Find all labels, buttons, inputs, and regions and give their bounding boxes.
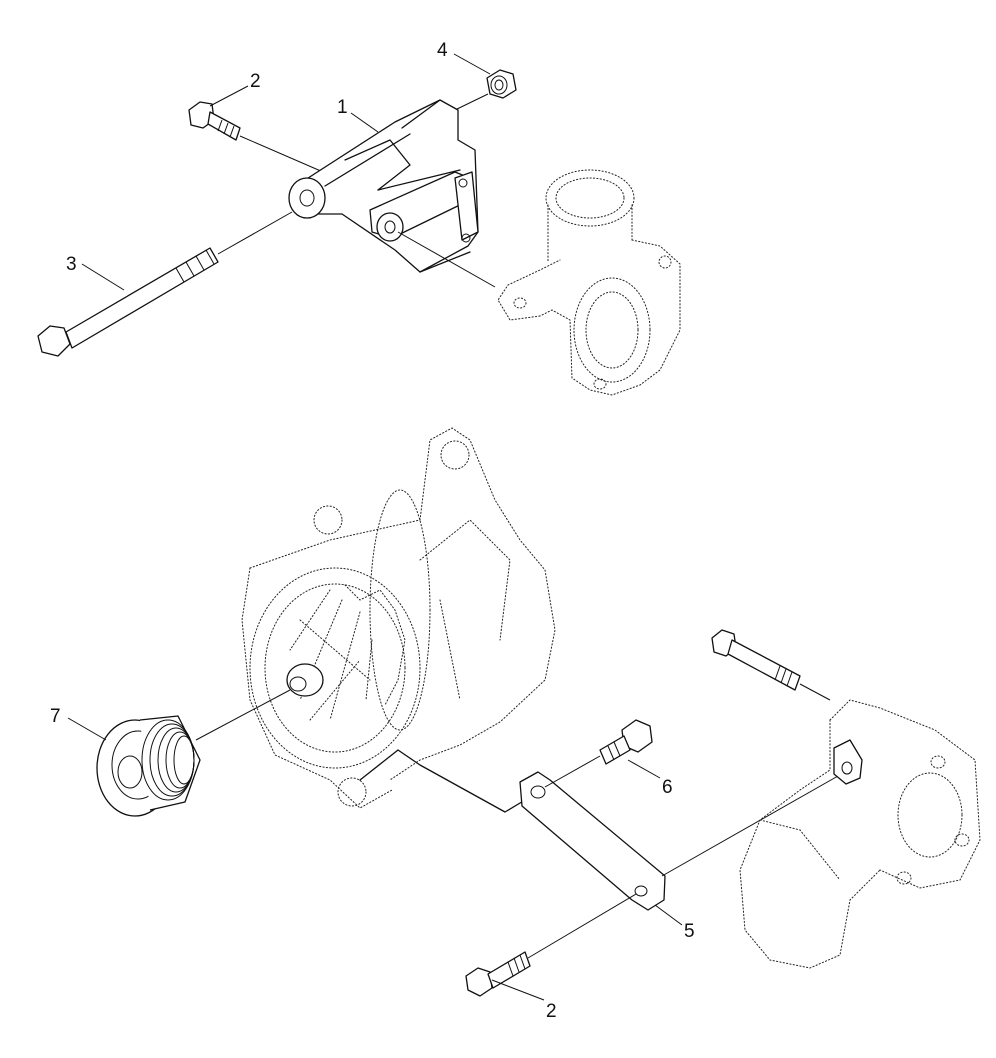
leader-bracket-to-housing [397,231,496,288]
part-4-nut [486,69,517,99]
alternator-body [241,427,556,813]
water-outlet-housing-upper [497,169,681,396]
leader-wobolt-to-housing [799,683,831,701]
callout-label-2-lower: 2 [546,1001,557,1022]
part-3-long-bolt [37,247,219,357]
callout-label-1: 1 [337,97,348,118]
callout-label-2-upper: 2 [250,71,261,92]
part-5-adjusting-link [519,771,666,911]
part-2-bolt-upper [188,101,241,141]
callout-label-5: 5 [684,921,695,942]
part-2-bolt-lower [465,951,531,997]
callout-2-lower: 2 [491,979,557,1022]
leader-longbolt-to-bracket [217,211,293,255]
callout-2-upper: 2 [209,71,261,107]
leader-link-to-housing [661,771,846,877]
callout-5: 5 [654,904,695,942]
leader-bolt6-to-link [544,755,601,788]
leader-bolt-to-bracket [239,135,331,176]
water-outlet-bolt [711,629,801,691]
callout-label-7: 7 [50,706,61,727]
part-1-bracket [288,99,479,273]
callout-6: 6 [627,759,673,798]
part-7-pulley [96,715,201,817]
callout-label-4: 4 [437,40,448,61]
part-6-bolt [599,719,653,765]
callout-1: 1 [337,97,379,133]
leader-lowerbolt-to-link [527,893,637,959]
callout-4: 4 [437,40,491,75]
leader-pulley-to-alternator [195,689,291,741]
callout-label-6: 6 [662,777,673,798]
water-outlet-housing-lower [739,699,981,969]
callout-label-3: 3 [66,254,77,275]
leader-nut-to-bracket [454,93,489,111]
callout-3: 3 [66,254,125,291]
callout-7: 7 [50,706,107,741]
